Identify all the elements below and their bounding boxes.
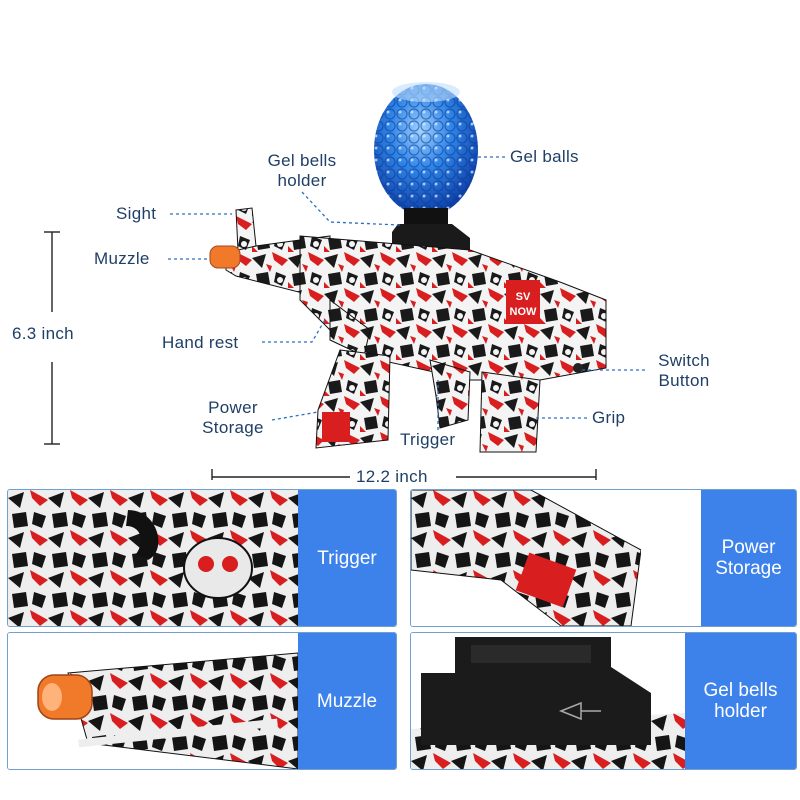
panel-power-storage: Power Storage [410, 489, 797, 627]
label-muzzle: Muzzle [94, 249, 150, 268]
label-line: Power [721, 537, 776, 558]
label-line: Storage [715, 558, 782, 579]
leader-lines [168, 156, 646, 430]
label-line: Switch [658, 351, 710, 370]
label-power-storage: Power Storage [186, 398, 280, 438]
label-switch-button: Switch Button [644, 351, 724, 391]
label-grip: Grip [592, 408, 626, 427]
label-line: Gel bells [703, 680, 778, 701]
label-line: Storage [202, 418, 264, 437]
gel-balls-container [374, 82, 478, 216]
gel-blaster-diagram: SV NOW [44, 82, 646, 480]
gun-body: SV NOW [209, 207, 607, 453]
label-line: Gel bells [267, 151, 337, 170]
label-line: holder [714, 701, 767, 722]
label-gel-bells-holder: Gel bells holder [254, 151, 350, 191]
panel-label-muzzle: Muzzle [298, 633, 396, 769]
label-line: holder [277, 171, 327, 190]
panel-muzzle: Muzzle [7, 632, 397, 770]
muzzle-closeup-image [8, 633, 298, 769]
svg-text:SV: SV [516, 291, 531, 303]
power-storage-closeup-image [411, 490, 641, 626]
panel-gel-bells-holder: Gel bells holder [410, 632, 797, 770]
holder-closeup-image [411, 633, 685, 769]
label-sight: Sight [116, 204, 157, 223]
panel-trigger: Trigger [7, 489, 397, 627]
label-trigger: Trigger [400, 430, 456, 449]
panel-label-trigger: Trigger [298, 490, 396, 626]
label-hand-rest: Hand rest [162, 333, 239, 352]
trigger-closeup-image [8, 490, 298, 626]
dimension-length: 12.2 inch [356, 467, 428, 486]
label-gel-balls: Gel balls [510, 147, 579, 166]
dimension-lines [44, 231, 597, 480]
label-line: Power [208, 398, 258, 417]
svg-text:NOW: NOW [510, 306, 538, 318]
panel-label-power-storage: Power Storage [701, 490, 796, 626]
label-line: Button [658, 371, 710, 390]
panel-label-gel-bells-holder: Gel bells holder [685, 633, 796, 769]
dimension-height: 6.3 inch [12, 324, 74, 343]
